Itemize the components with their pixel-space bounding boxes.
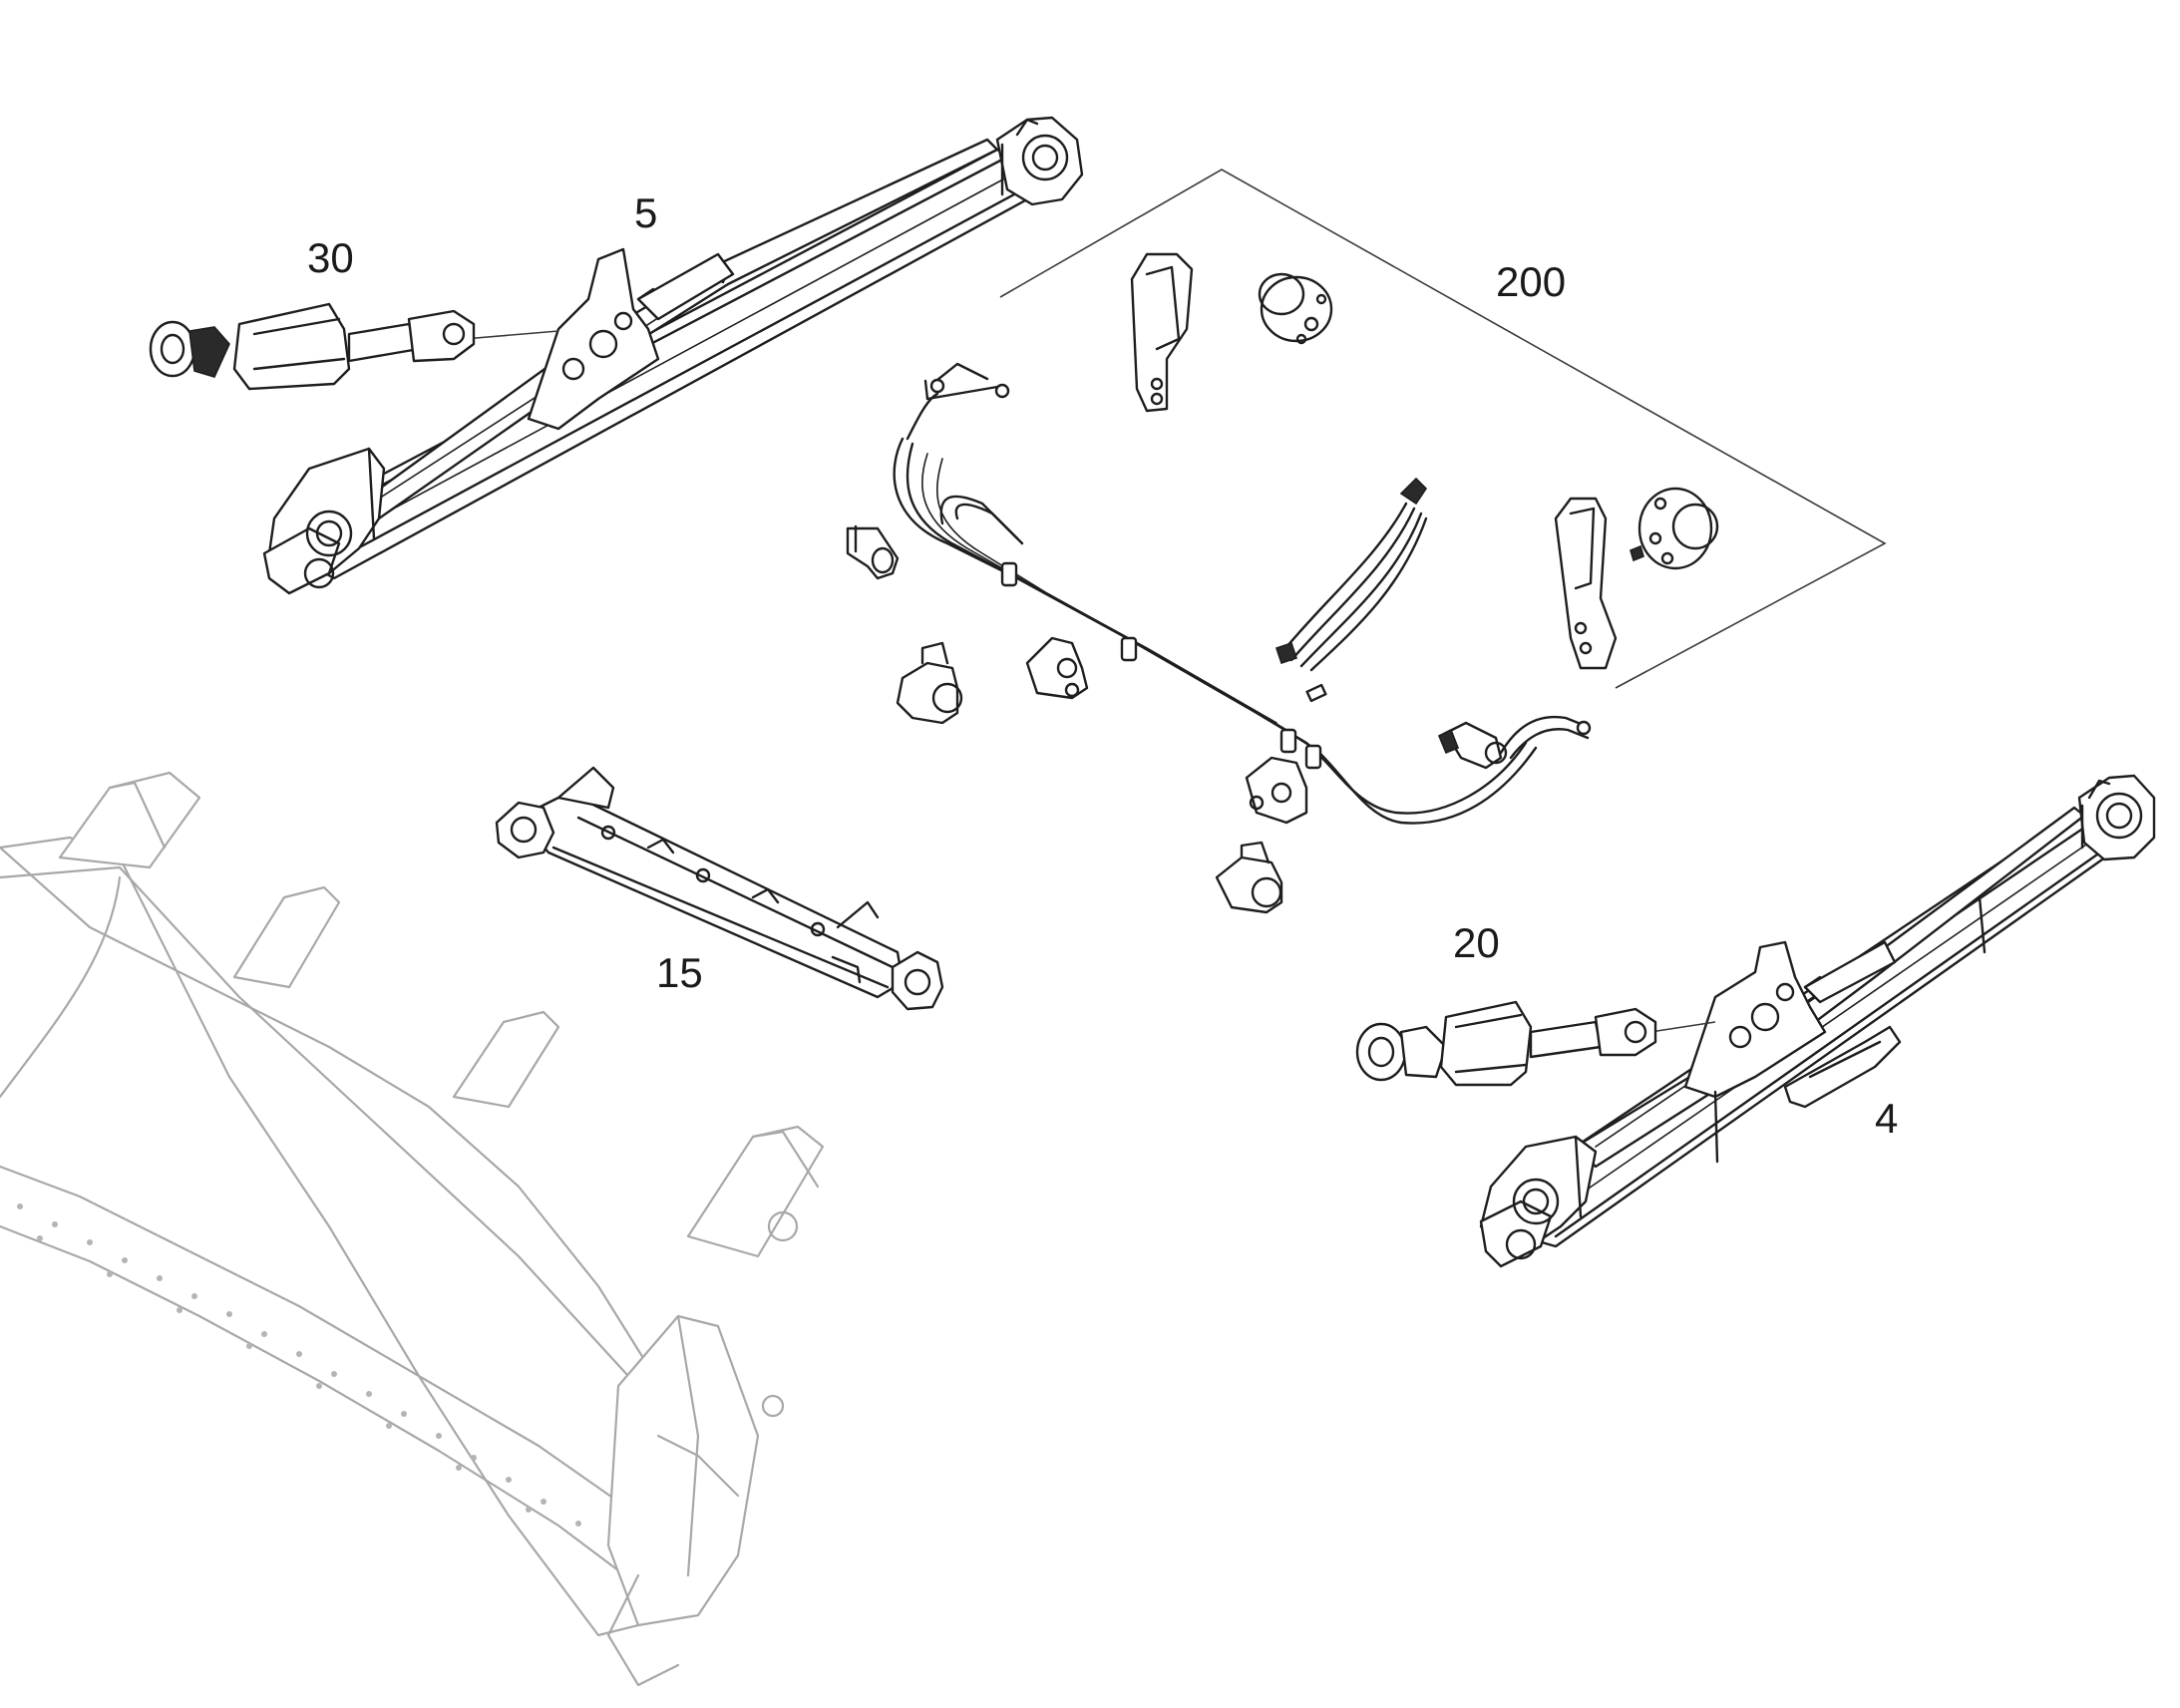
tilt-cylinder-lower <box>1355 1000 1716 1087</box>
label-part-5: 5 <box>634 189 657 236</box>
kit-small-parts <box>846 252 1719 914</box>
push-arm-lower <box>1479 774 2156 1268</box>
cross-member <box>495 766 944 1011</box>
push-arm-upper <box>262 116 1084 595</box>
label-part-4: 4 <box>1875 1095 1898 1142</box>
hose-kit-bracket <box>999 169 1887 689</box>
hose-kit <box>893 362 1592 825</box>
part-labels: 30 5 200 15 20 4 <box>307 189 1898 1142</box>
label-part-15: 15 <box>656 949 703 996</box>
label-part-20: 20 <box>1453 919 1500 966</box>
blade-bolt-holes <box>17 1203 581 1527</box>
label-part-30: 30 <box>307 234 354 281</box>
tilt-cylinder-upper <box>149 302 559 391</box>
dozer-blade <box>0 771 825 1687</box>
label-part-200: 200 <box>1496 258 1566 305</box>
